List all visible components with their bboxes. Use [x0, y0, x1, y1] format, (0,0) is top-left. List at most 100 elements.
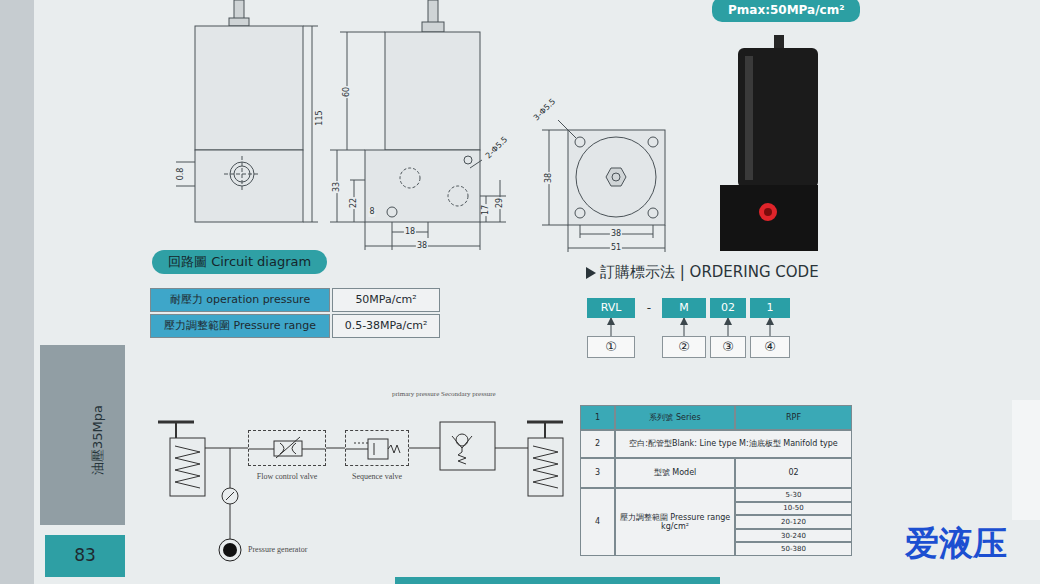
- table-cell: 02: [735, 458, 852, 488]
- cell-text: 2: [593, 439, 602, 448]
- cell-text: 50MPa/cm²: [353, 294, 418, 307]
- dimension-label: 60: [342, 86, 352, 98]
- node-text: RVL: [587, 298, 635, 318]
- flow-line: [249, 449, 274, 450]
- dimension-label: 29: [495, 197, 505, 209]
- heading-triangle: [586, 267, 596, 279]
- side-view-drawing: [176, 0, 318, 222]
- text-label: 爱液压: [905, 526, 1007, 560]
- dimension-label: 33: [332, 181, 342, 193]
- cell-text: 1: [593, 413, 602, 422]
- valve-symbol: [249, 431, 325, 465]
- node-text: 1: [750, 298, 790, 318]
- table-cell: 30-240: [735, 529, 852, 543]
- cell-text: 83: [72, 546, 98, 566]
- pressure-badge: Pmax:50MPa/cm²: [712, 0, 860, 22]
- code-index-box: ①: [587, 336, 635, 358]
- dimension-label: 38: [544, 172, 554, 184]
- table-cell: RPF: [735, 405, 852, 430]
- table-cell: 3: [580, 458, 615, 488]
- table-cell: 2: [580, 430, 615, 458]
- connector: [770, 318, 771, 336]
- valve-body: [274, 441, 302, 456]
- node-text: ③: [711, 337, 745, 357]
- dashed-outline: [248, 430, 326, 466]
- table-cell: 50-380: [735, 542, 852, 556]
- node-text: Pressure generator: [248, 537, 307, 563]
- code-index-box: ④: [750, 336, 790, 358]
- dimension-label: 115: [315, 109, 325, 126]
- table-cell: 壓力調整範圍 Pressure range kg/cm²: [615, 488, 735, 556]
- node-text: Sequence valve: [345, 472, 409, 481]
- table-cell: 空白:配管型Blank: Line type M:油底板型 Manifold t…: [615, 430, 852, 458]
- generator-ring: [219, 539, 241, 561]
- pressure-generator: Pressure generator: [218, 537, 307, 563]
- node-text: M: [662, 298, 706, 318]
- node-text: ①: [588, 337, 634, 357]
- dimension-label: 油壓35Mpa: [90, 404, 105, 476]
- code-box: RVL: [587, 298, 635, 318]
- node-text: Pmax:50MPa/cm²: [728, 3, 844, 17]
- table-cell: 83: [45, 535, 125, 577]
- connector: [684, 318, 685, 336]
- cell-text: 3: [593, 468, 602, 477]
- generator-core: [223, 543, 237, 557]
- dimension-label: -: [646, 301, 652, 315]
- cell-text: 壓力調整範圍 Pressure range: [162, 320, 318, 333]
- node-text: 回路圖 Circuit diagram: [168, 250, 311, 274]
- code-index-box: ③: [710, 336, 746, 358]
- cell-text: 型號 Model: [652, 468, 699, 477]
- dimension-label: 0.8: [176, 167, 186, 182]
- node-text: Flow control valve: [248, 472, 326, 481]
- dimension-label: 8: [368, 207, 375, 217]
- dimension-label: 38: [416, 241, 428, 251]
- cell-text: 10-50: [781, 504, 805, 512]
- table-cell: 0.5-38MPa/cm²: [332, 314, 440, 338]
- table-cell: 5-30: [735, 488, 852, 502]
- dimension-label: 22: [349, 197, 359, 209]
- table-cell: 1: [580, 405, 615, 430]
- code-box: 1: [750, 298, 790, 318]
- flow-line: [346, 449, 368, 450]
- cell-text: 0.5-38MPa/cm²: [343, 320, 430, 333]
- section-band: 回路圖 Circuit diagram: [152, 250, 327, 274]
- flow-arrow: [374, 443, 375, 455]
- valve-symbol: [346, 431, 408, 465]
- valve-body: [368, 439, 388, 459]
- circuit-symbols: [158, 422, 563, 504]
- connector: [728, 318, 729, 336]
- dimension-label: 3-Φ5.5: [531, 96, 559, 124]
- dimension-label: 2-Φ5.5: [483, 134, 511, 162]
- table-cell: 4: [580, 488, 615, 556]
- product-photo: [720, 35, 818, 251]
- table-cell: 耐壓力 operation pressure: [150, 288, 330, 312]
- spring: [388, 445, 400, 453]
- adjust-arrow: [276, 437, 300, 458]
- code-box: 02: [710, 298, 746, 318]
- cell-text: 4: [593, 517, 602, 526]
- flow-control-valve: Flow control valve: [248, 430, 326, 481]
- dimension-label: 18: [404, 227, 416, 237]
- pilot-line: [352, 443, 368, 444]
- table-cell: 型號 Model: [615, 458, 735, 488]
- cell-text: 50-380: [779, 545, 808, 553]
- sequence-valve: Sequence valve: [345, 430, 409, 481]
- table-cell: 10-50: [735, 502, 852, 516]
- text-label: primary pressure Secondary pressure: [392, 391, 496, 398]
- connector: [611, 318, 612, 336]
- cell-text: 20-120: [779, 518, 808, 526]
- dimension-label: 38: [610, 229, 622, 239]
- code-index-box: ②: [662, 336, 706, 358]
- top-view-drawing: [542, 120, 665, 252]
- cell-text: 30-240: [779, 532, 808, 540]
- dashed-outline: [345, 430, 409, 466]
- text-label: 訂購標示法 | ORDERING CODE: [600, 265, 819, 280]
- table-cell: 系列號 Series: [615, 405, 735, 430]
- generator-symbol: [218, 537, 244, 563]
- cell-text: 空白:配管型Blank: Line type M:油底板型 Manifold t…: [627, 439, 840, 448]
- tab-background: [40, 345, 1040, 584]
- table-cell: 壓力調整範圍 Pressure range: [150, 314, 330, 338]
- cell-text: 5-30: [784, 491, 804, 499]
- code-box: M: [662, 298, 706, 318]
- table-cell: 20-120: [735, 515, 852, 529]
